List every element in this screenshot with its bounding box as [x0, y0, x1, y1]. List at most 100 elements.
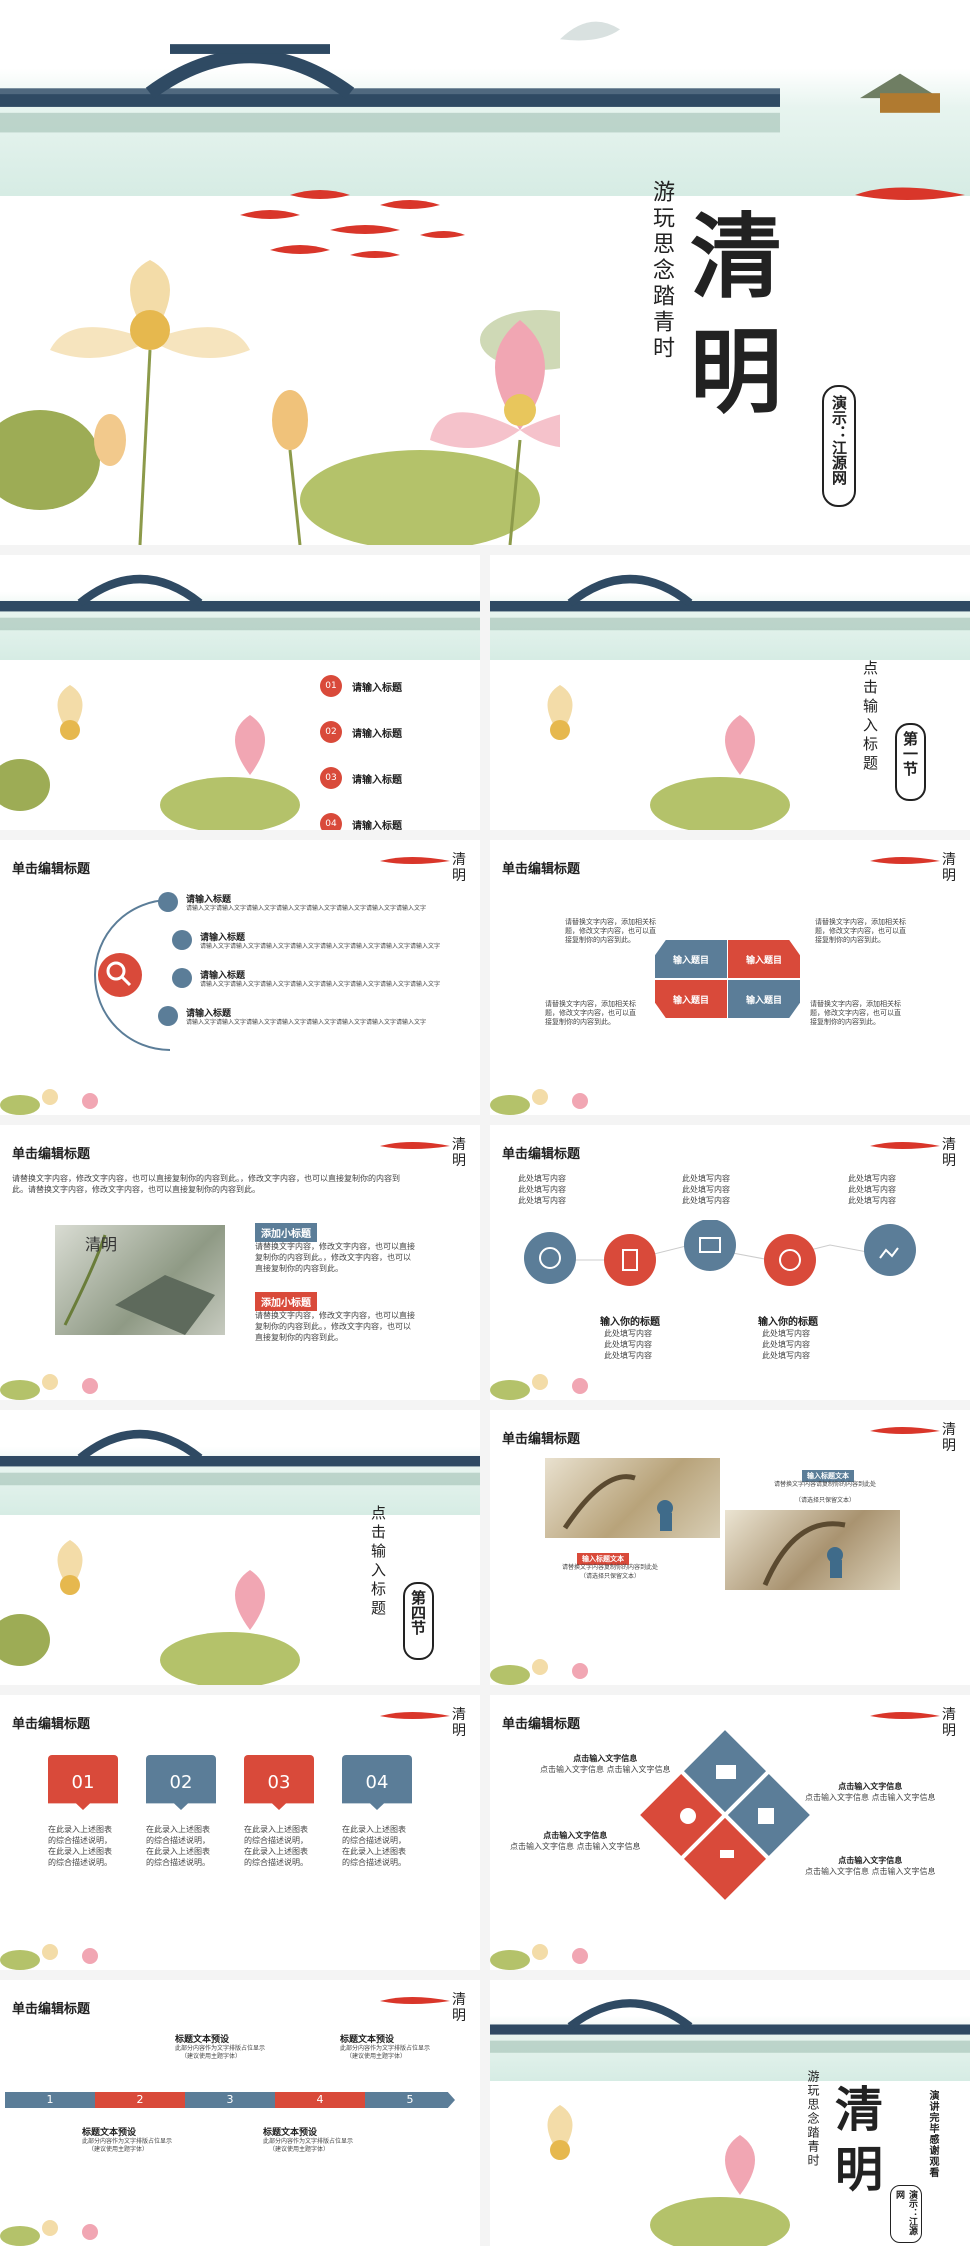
bridge-scenery: [0, 0, 970, 197]
section-one-slide[interactable]: 点击输入标题 第一节: [490, 555, 970, 830]
diamond-slide[interactable]: 单击编辑标题 清明 点击输入文字信息 点击输入文字信息 点击输入文字信息 点击输…: [490, 1695, 970, 1970]
cover-title-char-1: 清: [690, 203, 783, 311]
row-title: 请输入标题: [186, 895, 232, 905]
title-tag: 输入标题文本: [802, 1470, 854, 1482]
slide-heading: 单击编辑标题: [502, 1147, 581, 1162]
subtitle-tag: 添加小标题: [255, 1292, 317, 1311]
text-bottom-left: 请替换文字内容，添加相关标题，修改文字内容，也可以直接复制你的内容到此。: [545, 1000, 636, 1026]
box-number: 04: [342, 1755, 412, 1810]
top-text: 此处填写内容 此处填写内容 此处填写内容: [682, 1174, 730, 1205]
icon-row: 请输入标题请输入文字请输入文字请输入文字请输入文字请输入文字请输入文字请输入文字…: [158, 892, 458, 930]
small-lotus-decoration: [490, 1374, 588, 1400]
box-item[interactable]: 03 在此录入上述图表的综合描述说明，在此录入上述图表的综合描述说明。: [244, 1755, 314, 1868]
fish-icon: [870, 1427, 940, 1434]
bottom-title: 输入你的标题: [600, 1317, 660, 1328]
bottom-title: 输入你的标题: [758, 1317, 818, 1328]
icon-list-slide[interactable]: 单击编辑标题 清明 请输入标题请输入文字请输入文字请输入文字请输入文字请输入文字…: [0, 840, 480, 1115]
bridge-scenery: [490, 555, 970, 660]
paintings-slide[interactable]: 单击编辑标题 清明 输入标题文本 请替换文字内容请复制你的内容到此处 （请选择只…: [490, 1410, 970, 1685]
timeline-note: （建议使用主题字体）: [181, 2053, 242, 2060]
logo-mark: 清明: [452, 852, 466, 884]
hex-cell[interactable]: 输入题目: [655, 940, 727, 978]
circles-slide[interactable]: 单击编辑标题 清明 此处填写内容 此处填写内容 此处填写内容 此处填写内容 此处…: [490, 1125, 970, 1400]
box-row: 01 在此录入上述图表的综合描述说明，在此录入上述图表的综合描述说明。 02 在…: [48, 1755, 412, 1868]
ending-slide[interactable]: 游玩思念踏青时 清 明 演讲完毕感谢观看 演示：江源网: [490, 1980, 970, 2246]
hexagon-slide[interactable]: 单击编辑标题 清明 请替换文字内容，添加相关标题，修改文字内容，也可以直接复制你…: [490, 840, 970, 1115]
hex-cell[interactable]: 输入题目: [728, 940, 800, 978]
timeline-title: 标题文本预设: [340, 2035, 395, 2045]
timeline-step[interactable]: 3: [185, 2092, 275, 2108]
fish-icon: [380, 1712, 450, 1719]
fish-icon: [380, 1997, 450, 2004]
cover-subtitle: 游玩思念踏青时: [649, 180, 674, 362]
diamond-graphic: [640, 1730, 810, 1900]
globe-icon: [172, 968, 192, 988]
top-text: 此处填写内容 此处填写内容 此处填写内容: [848, 1174, 896, 1205]
toc-item[interactable]: 01 请输入标题: [320, 663, 470, 709]
box-item[interactable]: 01 在此录入上述图表的综合描述说明，在此录入上述图表的综合描述说明。: [48, 1755, 118, 1868]
lotus-illustration: [547, 2105, 790, 2246]
hex-grid: 输入题目 输入题目 输入题目 输入题目: [655, 940, 800, 1020]
logo-mark: 清明: [452, 1992, 466, 2024]
bottom-text: 此处填写内容 此处填写内容 此处填写内容: [604, 1329, 652, 1360]
numbered-boxes-slide[interactable]: 单击编辑标题 清明 01 在此录入上述图表的综合描述说明，在此录入上述图表的综合…: [0, 1695, 480, 1970]
photo-slide[interactable]: 单击编辑标题 清明 请替换文字内容，修改文字内容，也可以直接复制你的内容到此。，…: [0, 1125, 480, 1400]
timeline-note: （建议使用主题字体）: [269, 2146, 330, 2153]
timeline-step[interactable]: 2: [95, 2092, 185, 2108]
presenter-badge: 演示：江源网: [822, 385, 856, 507]
icon-arc: [94, 899, 171, 1051]
logo-mark: 清明: [942, 852, 956, 884]
row-title: 请输入标题: [200, 971, 246, 981]
text-bottom-right: 请替换文字内容，添加相关标题，修改文字内容，也可以直接复制你的内容到此。: [810, 1000, 901, 1026]
logo-mark: 清明: [452, 1707, 466, 1739]
box-item[interactable]: 04 在此录入上述图表的综合描述说明，在此录入上述图表的综合描述说明。: [342, 1755, 412, 1868]
timeline-text: 此部分内容作为文字排版占位显示: [340, 2045, 431, 2052]
timeline-title: 标题文本预设: [82, 2128, 137, 2138]
fish-school-icon: [240, 190, 465, 258]
diamond-label-title: 点击输入文字信息: [838, 1782, 903, 1791]
diamond-label-title: 点击输入文字信息: [838, 1856, 903, 1865]
hex-cell[interactable]: 输入题目: [728, 980, 800, 1018]
cover-slide[interactable]: 游玩思念踏青时 清 明 演示：江源网: [0, 0, 970, 545]
timeline-slide[interactable]: 单击编辑标题 清明 标题文本预设 此部分内容作为文字排版占位显示 （建议使用主题…: [0, 1980, 480, 2246]
toc-label: 请输入标题: [352, 682, 402, 694]
slide-heading: 单击编辑标题: [12, 2002, 91, 2017]
timeline-step[interactable]: 1: [5, 2092, 95, 2108]
row-text: 请输入文字请输入文字请输入文字请输入文字请输入文字请输入文字请输入文字请输入文字: [186, 1019, 427, 1026]
painting-text: 请替换文字内容请复制你的内容到此处: [773, 1481, 876, 1488]
timeline-note: （建议使用主题字体）: [346, 2053, 407, 2060]
top-text: 此处填写内容 此处填写内容 此处填写内容: [518, 1174, 566, 1205]
box-text: 在此录入上述图表的综合描述说明，在此录入上述图表的综合描述说明。: [146, 1825, 210, 1867]
toc-label: 请输入标题: [352, 820, 402, 831]
toc-num: 01: [320, 675, 342, 697]
fish-icon: [855, 187, 965, 200]
box-item[interactable]: 02 在此录入上述图表的综合描述说明，在此录入上述图表的综合描述说明。: [146, 1755, 216, 1868]
toc-slide[interactable]: 01 请输入标题 02 请输入标题 03 请输入标题 04 请输入标题: [0, 555, 480, 830]
timeline-step[interactable]: 5: [365, 2092, 455, 2108]
timeline-title: 标题文本预设: [175, 2035, 230, 2045]
landscape-painting: 清明: [55, 1225, 225, 1335]
row-text: 请输入文字请输入文字请输入文字请输入文字请输入文字请输入文字请输入文字请输入文字: [200, 943, 441, 950]
text-top-right: 请替换文字内容，添加相关标题，修改文字内容，也可以直接复制你的内容到此。: [815, 918, 906, 944]
diamond-label-text: 点击输入文字信息 点击输入文字信息: [540, 1765, 671, 1774]
toc-item[interactable]: 04 请输入标题: [320, 801, 470, 830]
small-lotus-decoration: [0, 1374, 98, 1400]
lotus-illustration: [0, 1540, 300, 1685]
toc-item[interactable]: 02 请输入标题: [320, 709, 470, 755]
timeline-step[interactable]: 4: [275, 2092, 365, 2108]
diamond-label-text: 点击输入文字信息 点击输入文字信息: [805, 1867, 936, 1876]
hex-cell[interactable]: 输入题目: [655, 980, 727, 1018]
row-title: 请输入标题: [200, 933, 246, 943]
timeline-item: 标题文本预设 此部分内容作为文字排版占位显示 （建议使用主题字体）: [82, 2125, 202, 2154]
bottom-block: 输入你的标题 此处填写内容 此处填写内容 此处填写内容: [600, 1313, 660, 1361]
thanks-text: 演讲完毕感谢观看: [927, 2090, 938, 2178]
intro-text: 请替换文字内容，修改文字内容，也可以直接复制你的内容到此。，修改文字内容，也可以…: [12, 1174, 400, 1194]
section-title: 点击输入标题: [861, 660, 879, 774]
logo-mark: 清明: [452, 1137, 466, 1169]
toc-item[interactable]: 03 请输入标题: [320, 755, 470, 801]
diamond-label-title: 点击输入文字信息: [573, 1754, 638, 1763]
section-four-slide[interactable]: 点击输入标题 第四节: [0, 1410, 480, 1685]
slide-heading: 单击编辑标题: [12, 1717, 91, 1732]
diamond-label-text: 点击输入文字信息 点击输入文字信息: [805, 1793, 936, 1802]
fish-icon: [870, 857, 940, 864]
